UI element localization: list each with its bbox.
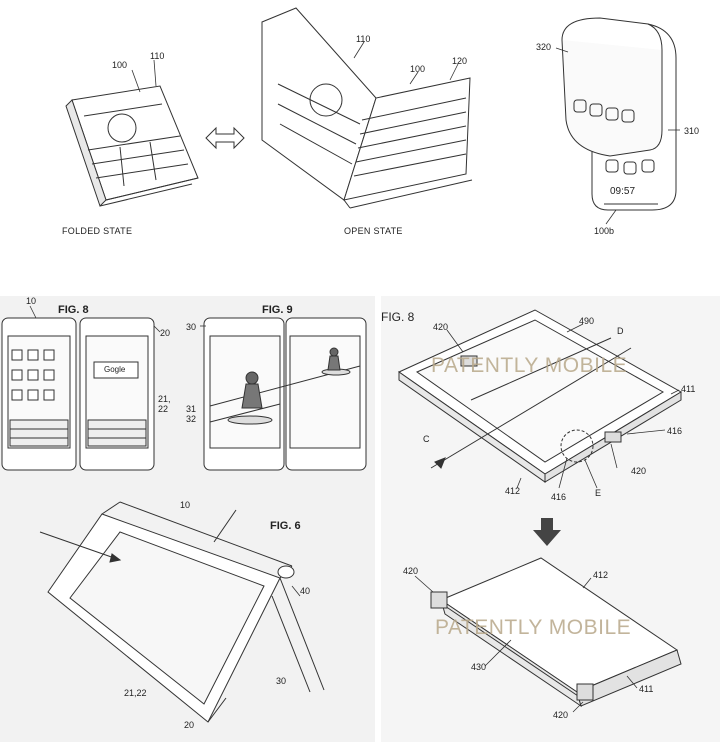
folded-device xyxy=(65,85,199,207)
fig8-title: FIG. 8 xyxy=(58,304,89,316)
google-search-box-text: Gogle xyxy=(104,365,126,374)
ref-label: 100 xyxy=(112,60,128,70)
ref-label: 30 xyxy=(276,676,287,686)
ref-label: 32 xyxy=(186,414,197,424)
ref-label: 416 xyxy=(551,492,567,502)
ref-label: 430 xyxy=(471,662,487,672)
bottom-right-patent-drawing xyxy=(397,309,682,713)
ref-label: 490 xyxy=(579,316,595,326)
open-state-caption: OPEN STATE xyxy=(344,226,403,236)
fig6-tent-device xyxy=(39,501,325,723)
ref-label: 420 xyxy=(403,566,419,576)
ref-label: 411 xyxy=(681,384,696,394)
ref-label: 21,22 xyxy=(124,688,147,698)
ref-label: 411 xyxy=(639,684,654,694)
ref-label: 10 xyxy=(26,296,37,306)
ref-label: 40 xyxy=(300,586,311,596)
fig6-title: FIG. 6 xyxy=(270,520,301,532)
open-device xyxy=(261,7,473,209)
watermark-top: PATENTLY MOBILE xyxy=(431,354,628,377)
fig9-dual-screen xyxy=(203,317,367,471)
bottom-right-figure-panel: FIG. 8 PATENTLY MOBILE PATENTLY MOBILE 4… xyxy=(381,296,720,742)
ref-label: 10 xyxy=(180,500,191,510)
ref-label: 420 xyxy=(631,466,647,476)
ref-label: 412 xyxy=(505,486,521,496)
ref-label: 412 xyxy=(593,570,609,580)
ref-label: 110 xyxy=(356,34,371,44)
top-patent-drawing xyxy=(65,7,680,225)
ref-label: 100b xyxy=(594,226,615,236)
fig8-dual-screen xyxy=(1,317,155,471)
ref-label: 120 xyxy=(452,56,468,66)
fig9-title: FIG. 9 xyxy=(262,304,293,316)
ref-label: 420 xyxy=(553,710,569,720)
top-figure-panel: 100 110 110 100 120 320 310 100b 09:57 F… xyxy=(0,0,720,290)
down-arrow xyxy=(533,518,561,546)
bottom-left-figure-panel: FIG. 8 FIG. 9 FIG. 6 Gogle 10 20 21, 22 … xyxy=(0,296,375,742)
ref-label: 22 xyxy=(158,404,169,414)
ref-label: 20 xyxy=(160,328,171,338)
ref-label: E xyxy=(595,488,602,498)
rolled-phone xyxy=(561,17,677,211)
phone-clock: 09:57 xyxy=(610,186,636,197)
ref-label: 320 xyxy=(536,42,552,52)
ref-label: 416 xyxy=(667,426,683,436)
ref-label: 20 xyxy=(184,720,195,730)
ref-label: 31 xyxy=(186,404,197,414)
bottom-left-patent-drawing xyxy=(1,305,367,723)
folded-state-caption: FOLDED STATE xyxy=(62,226,133,236)
ref-label: 30 xyxy=(186,322,197,332)
double-arrow xyxy=(205,126,245,150)
ref-label: 110 xyxy=(150,51,165,61)
open-flat-device xyxy=(397,309,682,483)
ref-label: D xyxy=(617,326,624,336)
ref-label: 100 xyxy=(410,64,426,74)
ref-label: 310 xyxy=(684,126,700,136)
watermark-bottom: PATENTLY MOBILE xyxy=(435,616,632,639)
ref-label: 21, xyxy=(158,394,171,404)
ref-label: 420 xyxy=(433,322,449,332)
fig8-title-right: FIG. 8 xyxy=(381,310,415,324)
ref-label: C xyxy=(423,434,430,444)
